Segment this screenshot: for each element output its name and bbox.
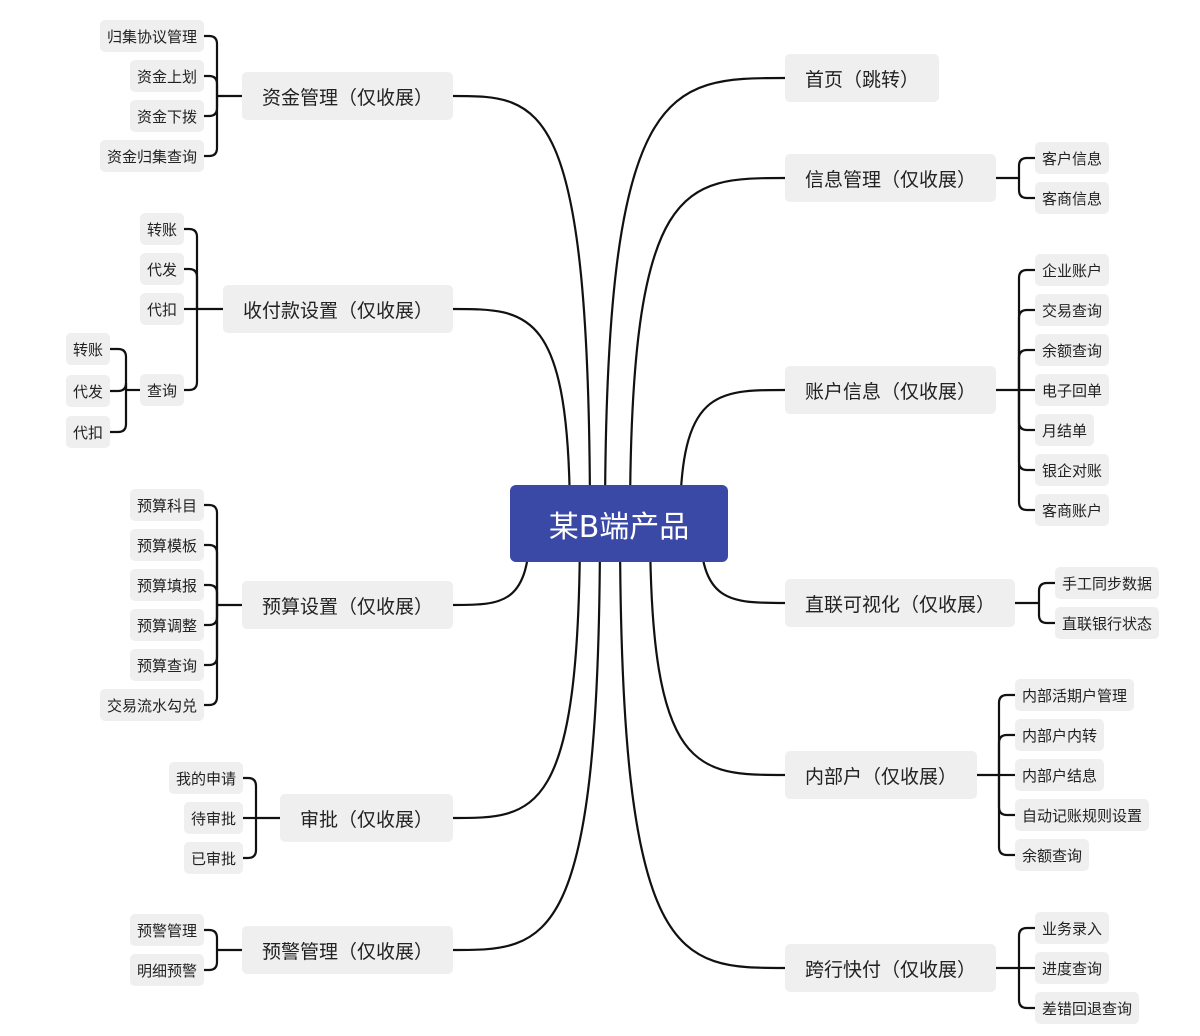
branch-line (452, 522, 582, 820)
bracket-line (1017, 390, 1035, 432)
leaf-node[interactable]: 待审批 (183, 802, 243, 834)
leaf-node[interactable]: 内部户内转 (1015, 719, 1105, 751)
leaf-node[interactable]: 转账 (139, 213, 184, 245)
leaf-node[interactable]: 明细预警 (129, 954, 204, 986)
bracket-line (1037, 603, 1055, 625)
leaf-node[interactable]: 客户信息 (1035, 142, 1110, 174)
leaf-node[interactable]: 代发 (139, 253, 184, 285)
leaf-node[interactable]: 转账 (65, 333, 110, 365)
branch-line (678, 388, 786, 524)
bracket-line (110, 390, 128, 434)
branch-node-left[interactable]: 预警管理（仅收展） (241, 926, 453, 974)
bracket-line (204, 96, 219, 158)
bracket-line (1017, 968, 1035, 1010)
branch-line (618, 522, 786, 970)
branch-node-left[interactable]: 资金管理（仅收展） (241, 72, 453, 120)
leaf-node[interactable]: 资金归集查询 (99, 140, 204, 172)
leaf-node[interactable]: 内部活期户管理 (1015, 679, 1135, 711)
leaf-node[interactable]: 客商信息 (1035, 182, 1110, 214)
leaf-node[interactable]: 手工同步数据 (1055, 567, 1160, 599)
leaf-node[interactable]: 预警管理 (129, 914, 204, 946)
bracket-line (204, 605, 219, 707)
bracket-line (243, 818, 258, 860)
leaf-node[interactable]: 内部户结息 (1015, 759, 1105, 791)
leaf-node[interactable]: 电子回单 (1035, 374, 1110, 406)
leaf-node[interactable]: 代发 (65, 375, 110, 407)
branch-node-right[interactable]: 直联可视化（仅收展） (785, 579, 1016, 627)
leaf-node[interactable]: 预算科目 (129, 489, 204, 521)
leaf-node[interactable]: 企业账户 (1035, 254, 1110, 286)
leaf-node[interactable]: 自动记账规则设置 (1015, 799, 1150, 831)
bracket-line (997, 775, 1015, 817)
bracket-line (204, 503, 219, 605)
leaf-node[interactable]: 我的申请 (168, 762, 243, 794)
branch-line (452, 307, 572, 524)
leaf-node[interactable]: 业务录入 (1035, 912, 1110, 944)
bracket-line (204, 34, 219, 96)
leaf-node[interactable]: 进度查询 (1035, 952, 1110, 984)
bracket-line (1037, 581, 1055, 603)
leaf-node[interactable]: 银企对账 (1035, 454, 1110, 486)
bracket-line (204, 605, 219, 627)
branch-line (628, 176, 786, 524)
bracket-line (204, 96, 219, 118)
leaf-node[interactable]: 资金上划 (129, 60, 204, 92)
branch-line (452, 522, 602, 952)
bracket-line (204, 928, 219, 950)
leaf-node[interactable]: 交易查询 (1035, 294, 1110, 326)
branch-node-right[interactable]: 跨行快付（仅收展） (785, 944, 997, 992)
bracket-line (997, 733, 1015, 775)
leaf-node[interactable]: 预算查询 (129, 649, 204, 681)
leaf-node[interactable]: 归集协议管理 (99, 20, 204, 52)
leaf-node[interactable]: 预算填报 (129, 569, 204, 601)
bracket-line (1017, 178, 1035, 200)
branch-node-left[interactable]: 审批（仅收展） (279, 794, 453, 842)
leaf-node[interactable]: 查询 (139, 374, 184, 406)
bracket-line (204, 950, 219, 972)
bracket-line (184, 227, 199, 309)
bracket-line (204, 605, 219, 667)
bracket-line (243, 776, 258, 818)
bracket-line (997, 693, 1015, 775)
bracket-line (204, 583, 219, 605)
bracket-line (1017, 268, 1035, 390)
leaf-node[interactable]: 直联银行状态 (1055, 607, 1160, 639)
branch-node-right[interactable]: 账户信息（仅收展） (785, 366, 997, 414)
bracket-line (1017, 308, 1035, 390)
leaf-node[interactable]: 余额查询 (1035, 334, 1110, 366)
bracket-line (997, 775, 1015, 857)
branch-line (648, 522, 786, 777)
bracket-line (1017, 926, 1035, 968)
leaf-node[interactable]: 客商账户 (1035, 494, 1110, 526)
leaf-node[interactable]: 月结单 (1035, 414, 1095, 446)
leaf-node[interactable]: 已审批 (183, 842, 243, 874)
leaf-node[interactable]: 差错回退查询 (1035, 992, 1140, 1024)
branch-node-left[interactable]: 预算设置（仅收展） (241, 581, 453, 629)
bracket-line (1017, 156, 1035, 178)
branch-line (452, 94, 592, 524)
branch-node-right[interactable]: 内部户（仅收展） (785, 751, 978, 799)
leaf-node[interactable]: 预算模板 (129, 529, 204, 561)
leaf-node[interactable]: 代扣 (65, 416, 110, 448)
bracket-line (204, 74, 219, 96)
bracket-line (1017, 348, 1035, 390)
root-node[interactable]: 某B端产品 (510, 485, 728, 562)
branch-node-right[interactable]: 首页（跳转） (785, 54, 940, 102)
bracket-line (184, 267, 199, 309)
bracket-line (110, 347, 128, 390)
leaf-node[interactable]: 代扣 (139, 293, 184, 325)
branch-node-left[interactable]: 收付款设置（仅收展） (222, 285, 453, 333)
leaf-node[interactable]: 资金下拨 (129, 100, 204, 132)
branch-line (603, 76, 786, 524)
bracket-line (204, 543, 219, 605)
leaf-node[interactable]: 余额查询 (1015, 839, 1090, 871)
leaf-node[interactable]: 预算调整 (129, 609, 204, 641)
leaf-node[interactable]: 交易流水勾兑 (99, 689, 204, 721)
bracket-line (110, 382, 128, 393)
bracket-line (184, 309, 199, 392)
branch-node-right[interactable]: 信息管理（仅收展） (785, 154, 997, 202)
bracket-line (1017, 390, 1035, 512)
